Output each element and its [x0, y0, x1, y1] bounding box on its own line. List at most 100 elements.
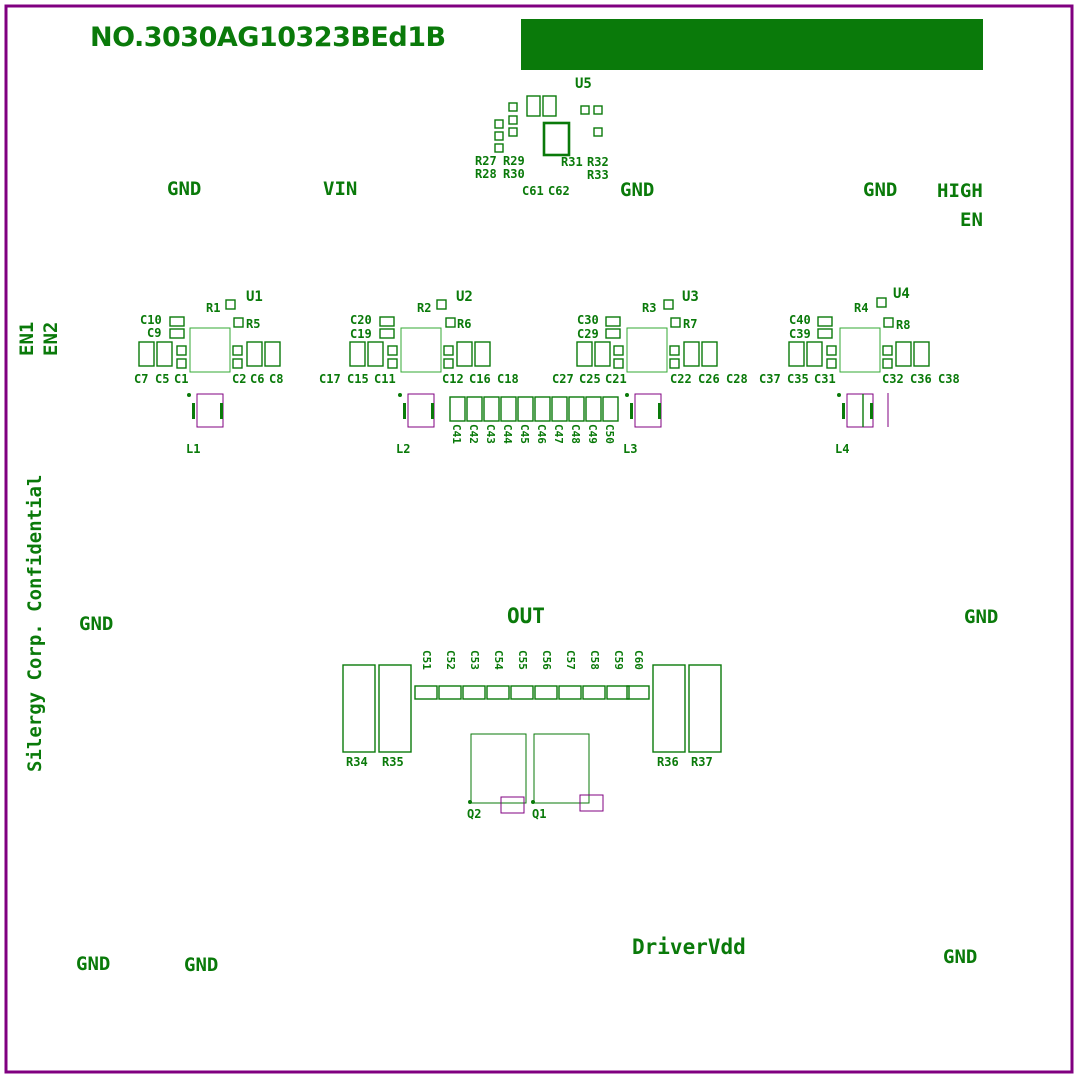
ref-c17: C17 [319, 372, 341, 386]
pad-gnd-bottom-left: GND [76, 953, 111, 975]
ref-c9: C9 [147, 326, 162, 340]
ref-c11: C11 [374, 372, 396, 386]
ref-c61: C61 [522, 184, 544, 198]
ref-c6: C6 [250, 372, 265, 386]
ref-c59: C59 [612, 650, 625, 670]
pad-en2: EN2 [40, 321, 62, 356]
ref-c16: C16 [469, 372, 491, 386]
ref-r35: R35 [382, 755, 404, 769]
ref-c19: C19 [350, 327, 372, 341]
u5-cluster [494, 95, 603, 157]
ref-c44: C44 [501, 424, 514, 444]
ref-r29: R29 [503, 154, 525, 168]
ref-l2: L2 [396, 442, 411, 456]
ref-c18: C18 [497, 372, 519, 386]
ref-c1: C1 [174, 372, 189, 386]
ref-c31: C31 [814, 372, 836, 386]
ref-c49: C49 [586, 424, 599, 444]
ref-c5: C5 [155, 372, 170, 386]
pad-gnd-mid-left: GND [79, 613, 114, 635]
ref-c52: C52 [444, 650, 457, 670]
ref-c40: C40 [789, 313, 811, 327]
ref-u5: U5 [575, 76, 592, 92]
ref-l4: L4 [835, 442, 850, 456]
ref-r36: R36 [657, 755, 679, 769]
ref-c35: C35 [787, 372, 809, 386]
ref-c12: C12 [442, 372, 464, 386]
ref-r30: R30 [503, 167, 525, 181]
ref-c10: C10 [140, 313, 162, 327]
ref-c25: C25 [579, 372, 601, 386]
pad-vin: VIN [323, 178, 358, 200]
ref-c50: C50 [603, 424, 616, 444]
pad-en1: EN1 [16, 321, 38, 356]
section-u4 [788, 297, 930, 428]
ref-c53: C53 [468, 650, 481, 670]
board-outline [4, 4, 1074, 1074]
ref-c28: C28 [726, 372, 748, 386]
pad-gnd-bottom-right: GND [943, 946, 978, 968]
ref-c39: C39 [789, 327, 811, 341]
ref-c2: C2 [232, 372, 247, 386]
ref-c32: C32 [882, 372, 904, 386]
section-u1 [138, 299, 281, 428]
ref-r7: R7 [683, 317, 698, 331]
ref-c29: C29 [577, 327, 599, 341]
ref-c26: C26 [698, 372, 720, 386]
ref-c36: C36 [910, 372, 932, 386]
ref-c22: C22 [670, 372, 692, 386]
confidential-note: Silergy Corp. Confidential [24, 474, 46, 772]
part-number: NO.3030AG10323BEd1B [90, 22, 446, 53]
ref-c48: C48 [569, 424, 582, 444]
ref-c21: C21 [605, 372, 627, 386]
pad-out: OUT [507, 604, 545, 628]
ref-c41: C41 [450, 424, 463, 444]
pad-driver-vdd: DriverVdd [632, 935, 746, 959]
ref-c60: C60 [632, 650, 645, 670]
top-copper-bar [521, 19, 983, 70]
ref-q1: Q1 [532, 807, 547, 821]
ref-r34: R34 [346, 755, 368, 769]
ref-c46: C46 [535, 424, 548, 444]
ref-r1: R1 [206, 301, 221, 315]
ref-l1: L1 [186, 442, 201, 456]
ref-r5: R5 [246, 317, 261, 331]
output-section [342, 664, 722, 814]
ref-q2: Q2 [467, 807, 482, 821]
ref-u1: U1 [246, 289, 263, 305]
ref-c56: C56 [540, 650, 553, 670]
ref-c8: C8 [269, 372, 284, 386]
ref-c47: C47 [552, 424, 565, 444]
ref-c38: C38 [938, 372, 960, 386]
pad-gnd-top-center: GND [620, 179, 655, 201]
ref-r6: R6 [457, 317, 472, 331]
ref-c55: C55 [516, 650, 529, 670]
ref-r4: R4 [854, 301, 869, 315]
ref-l3: L3 [623, 442, 638, 456]
ref-r8: R8 [896, 318, 911, 332]
section-u2 [349, 299, 491, 428]
ref-r37: R37 [691, 755, 713, 769]
ref-c37: C37 [759, 372, 781, 386]
ref-c62: C62 [548, 184, 570, 198]
ref-c51: C51 [420, 650, 433, 670]
ref-c20: C20 [350, 313, 372, 327]
ref-r27: R27 [475, 154, 497, 168]
ref-r28: R28 [475, 167, 497, 181]
ref-c7: C7 [134, 372, 149, 386]
ref-r32: R32 [587, 155, 609, 169]
ref-u3: U3 [682, 289, 699, 305]
ref-c43: C43 [484, 424, 497, 444]
ref-r3: R3 [642, 301, 657, 315]
ref-r2: R2 [417, 301, 432, 315]
ref-u4: U4 [893, 286, 910, 302]
ref-c58: C58 [588, 650, 601, 670]
pad-high: HIGH [937, 180, 983, 202]
ref-c54: C54 [492, 650, 505, 670]
capacitor-bank-c41-c50 [449, 396, 619, 422]
ref-c57: C57 [564, 650, 577, 670]
ref-r33: R33 [587, 168, 609, 182]
ref-u2: U2 [456, 289, 473, 305]
ref-r31: R31 [561, 155, 583, 169]
